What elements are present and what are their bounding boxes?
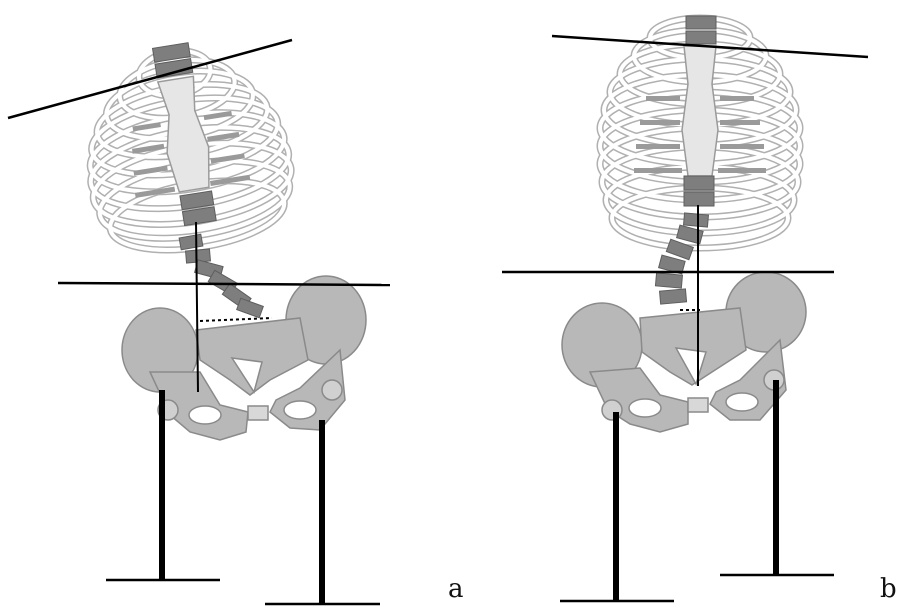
sternum-b — [682, 46, 718, 176]
panel-a — [8, 30, 390, 605]
rib-cage-a — [72, 30, 301, 263]
panel-label-b: b — [880, 574, 897, 604]
lumbar-spine-b — [655, 213, 708, 304]
sacral-dotted-line-a — [200, 318, 272, 321]
panel-b — [502, 16, 868, 602]
panel-label-a: a — [448, 574, 464, 604]
